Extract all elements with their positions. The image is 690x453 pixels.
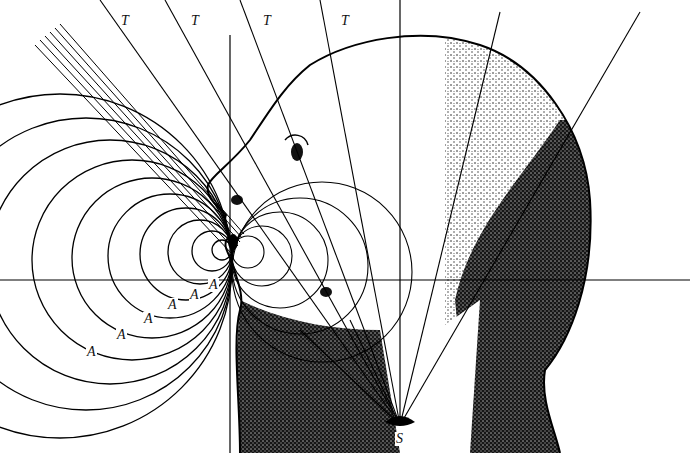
wave-label: A [189,288,200,302]
wave-label: A [86,345,97,359]
ray-label: T [340,14,350,28]
wave-label: A [143,312,154,326]
wave-label: A [208,278,219,292]
ray-label: T [190,14,200,28]
wave-label: A [116,328,127,342]
ray-label: T [120,14,130,28]
source-label: S [395,432,404,446]
ray-label: T [262,14,272,28]
wave-label: A [167,298,178,312]
